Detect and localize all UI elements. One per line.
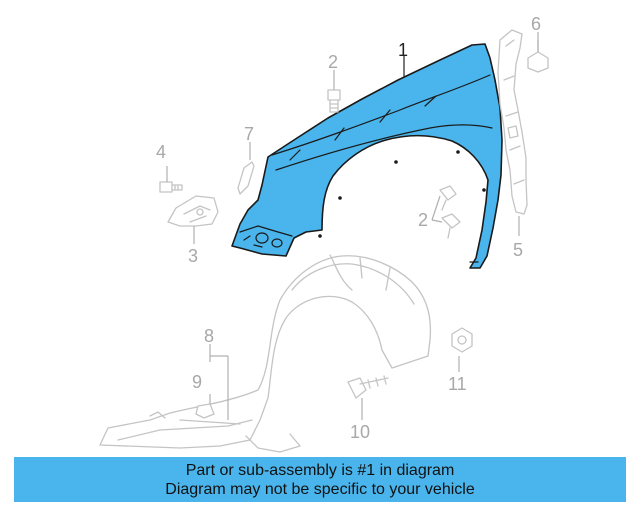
callout-10[interactable]: 10 [350, 422, 370, 442]
banner-line-2: Diagram may not be specific to your vehi… [165, 480, 475, 498]
bolt-4 [159, 181, 183, 193]
callout-1[interactable]: 1 [398, 40, 408, 60]
callout-2-upper[interactable]: 2 [328, 52, 338, 72]
banner-line-1: Part or sub-assembly is #1 in diagram [185, 461, 455, 479]
callout-5[interactable]: 5 [513, 240, 523, 260]
callout-2-side[interactable]: 2 [418, 210, 428, 230]
info-banner: Part or sub-assembly is #1 in diagram Di… [14, 457, 626, 502]
clip-11 [451, 327, 473, 353]
nut-9 [195, 403, 215, 419]
fender-part[interactable] [231, 43, 503, 269]
wheelhouse-liner [99, 254, 432, 453]
parts-diagram: 1 2 2 3 4 5 6 7 8 9 10 11 [99, 14, 549, 453]
callout-6[interactable]: 6 [531, 14, 541, 34]
insulator-part [237, 161, 255, 195]
callout-8[interactable]: 8 [204, 326, 214, 346]
bracket-part [167, 195, 219, 227]
callout-9[interactable]: 9 [192, 372, 202, 392]
bolts-2-side [439, 185, 461, 239]
bolt-2-upper [327, 89, 341, 113]
rear-bracket-part [497, 29, 528, 215]
callout-7[interactable]: 7 [244, 124, 254, 144]
bolt-10 [347, 375, 389, 399]
callout-11[interactable]: 11 [448, 374, 467, 394]
callout-3[interactable]: 3 [188, 246, 198, 266]
callout-4[interactable]: 4 [156, 142, 166, 162]
